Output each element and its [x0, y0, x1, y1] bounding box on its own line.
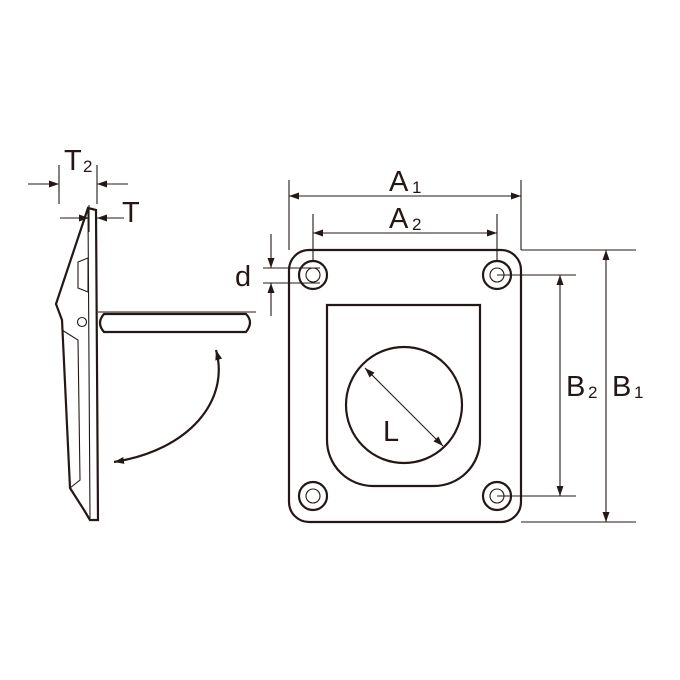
t2-subscript: 2: [83, 157, 92, 176]
b2-subscript: 2: [588, 383, 597, 402]
dimension-a1: A 1: [288, 166, 522, 250]
dimension-b2: B 2: [497, 274, 597, 497]
a1-label: A: [389, 166, 409, 198]
mounting-hole-top-left: [297, 259, 329, 291]
side-view-base-plate: [54, 206, 100, 522]
side-view-ring: [98, 312, 252, 334]
dimension-t2: T 2: [28, 145, 128, 204]
dimension-d: d: [235, 234, 320, 316]
dimension-b1: B 1: [521, 249, 643, 523]
t2-label: T: [64, 145, 82, 177]
side-view-recess: [61, 329, 81, 489]
a2-label: A: [389, 203, 409, 235]
dimension-t: T: [60, 197, 140, 232]
d-label: d: [235, 261, 251, 293]
b2-label: B: [566, 371, 585, 403]
side-view-plate-inner-line: [87, 209, 91, 519]
side-view-hinge-pin: [76, 316, 88, 328]
b1-subscript: 1: [634, 383, 643, 402]
a1-subscript: 1: [412, 178, 421, 197]
rotation-arrow: [113, 349, 223, 464]
side-view: [54, 206, 256, 522]
front-ring: [344, 345, 464, 465]
mounting-hole-bottom-left: [297, 480, 329, 512]
b1-label: B: [612, 371, 631, 403]
front-recess: [325, 303, 482, 488]
t-label: T: [122, 197, 140, 229]
front-view: [287, 248, 523, 524]
front-plate-outer: [287, 248, 523, 524]
dimension-l: L: [364, 367, 444, 448]
a2-subscript: 2: [412, 215, 421, 234]
dimension-a2: A 2: [312, 203, 498, 262]
l-label: L: [383, 416, 399, 448]
side-view-bracket: [77, 257, 89, 293]
